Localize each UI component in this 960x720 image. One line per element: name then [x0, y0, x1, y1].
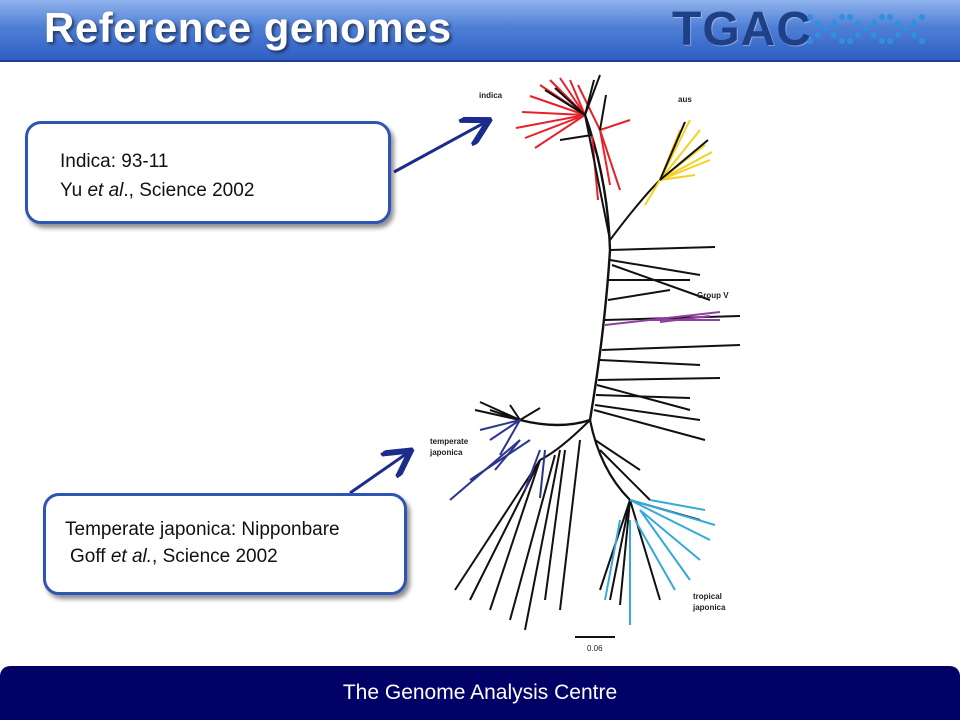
callout-indica: Indica: 93-11 Yu et al., Science 2002	[25, 121, 391, 224]
tree-label-tropical-japonica: japonica	[692, 603, 726, 612]
scale-bar-label: 0.06	[587, 644, 603, 653]
tree-label-temperate-japonica: japonica	[429, 448, 463, 457]
tgac-logo: TGAC	[672, 3, 942, 56]
indica-citation: ., Science 2002	[123, 180, 255, 201]
title-bar: Reference genomes TGAC	[0, 0, 960, 62]
callout-japonica: Temperate japonica: Nipponbare Goff et a…	[43, 493, 407, 595]
footer-text: The Genome Analysis Centre	[342, 681, 618, 704]
logo-text: TGAC	[672, 3, 812, 56]
japonica-authors: Goff	[70, 546, 106, 567]
tree-label-group-v: Group V	[697, 291, 729, 300]
tree-label-temperate: temperate	[430, 437, 469, 446]
japonica-citation: , Science 2002	[152, 546, 278, 567]
tree-label-tropical: tropical	[693, 592, 722, 601]
footer-bar: The Genome Analysis Centre	[0, 666, 960, 720]
slide-title: Reference genomes	[44, 4, 452, 51]
arrow-to-indica	[393, 123, 484, 174]
indica-authors: Yu	[60, 180, 83, 201]
callout-indica-line1: Indica: 93-11	[60, 151, 169, 172]
japonica-etal: et al.	[110, 546, 153, 567]
arrow-to-japonica	[349, 454, 406, 495]
callout-japonica-line1: Temperate japonica: Nipponbare	[65, 519, 340, 540]
callout-indica-citation: Yu et al., Science 2002	[60, 180, 254, 202]
dna-dots-icon	[807, 14, 925, 44]
tree-label-aus: aus	[678, 95, 692, 104]
callout-japonica-citation: Goff et al., Science 2002	[70, 546, 278, 568]
indica-etal: et al	[87, 180, 124, 201]
tree-label-indica: indica	[479, 91, 503, 100]
